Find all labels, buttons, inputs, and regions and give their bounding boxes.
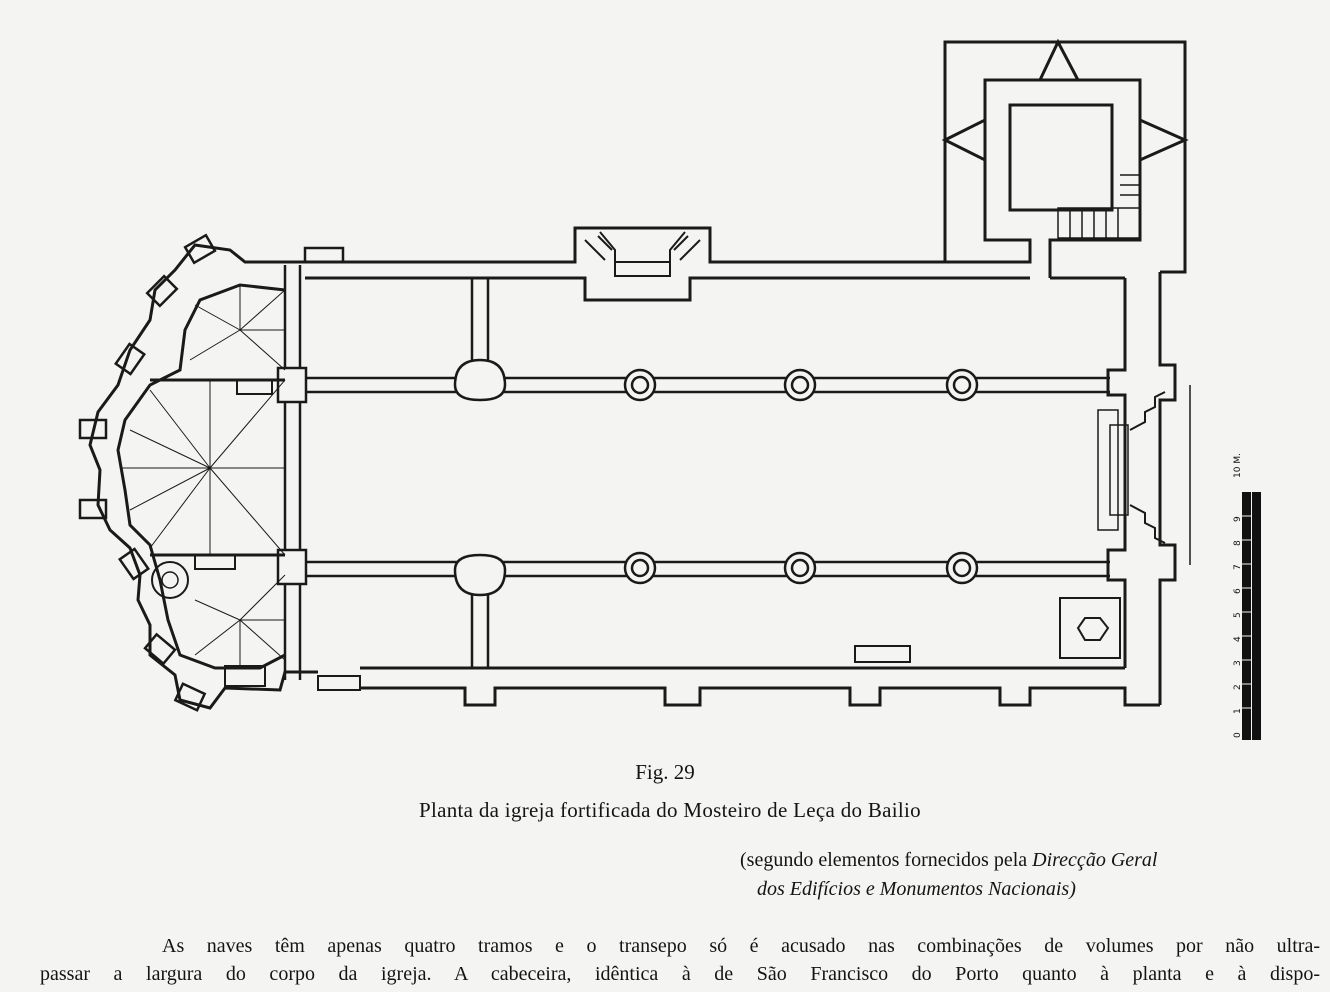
scale-tick-6: 6 [1233, 588, 1243, 594]
scale-bar: 10 M. 0 1 2 3 4 5 6 7 8 9 [1233, 453, 1261, 740]
chevet-ribs [120, 285, 286, 665]
tower [941, 38, 1189, 278]
scale-tick-4: 4 [1233, 636, 1243, 642]
scale-tick-5: 5 [1233, 612, 1243, 618]
source-org-line-2: dos Edifícios e Monumentos Nacionais) [757, 878, 1076, 900]
source-note: (segundo elementos fornecidos pela Direc… [740, 846, 1157, 904]
source-note-line-1: (segundo elementos fornecidos pela Direc… [740, 846, 1157, 875]
scale-tick-8: 8 [1233, 540, 1243, 546]
body-line-1: As naves têm apenas quatro tramos e o tr… [162, 935, 1320, 957]
piers [276, 358, 979, 597]
scale-tick-3: 3 [1233, 660, 1243, 666]
north-wall [300, 40, 1187, 302]
body-paragraph: As naves têm apenas quatro tramos e o tr… [40, 932, 1320, 988]
figure-number: Fig. 29 [635, 760, 695, 784]
arcades [283, 265, 1110, 680]
west-wall [1097, 272, 1191, 705]
north-portal [584, 231, 701, 277]
tower-stairs [1057, 174, 1141, 239]
body-line-2: passar a largura do corpo da igreja. A c… [40, 963, 1320, 985]
source-org-line-1: Direcção Geral [1032, 849, 1158, 871]
scale-label: 10 M. [1233, 453, 1243, 478]
church-floor-plan: 10 M. 0 1 2 3 4 5 6 7 8 9 [78, 38, 1261, 740]
scale-tick-1: 1 [1233, 708, 1243, 714]
source-prefix: (segundo elementos fornecidos pela [740, 849, 1033, 871]
figure-caption: Planta da igreja fortificada do Mosteiro… [419, 798, 921, 822]
south-wall [317, 597, 1160, 707]
scale-tick-7: 7 [1233, 564, 1243, 570]
scale-tick-2: 2 [1233, 684, 1243, 690]
scale-tick-0: 0 [1233, 732, 1243, 738]
chevet-buttresses [78, 233, 345, 712]
scale-tick-9: 9 [1233, 516, 1243, 522]
